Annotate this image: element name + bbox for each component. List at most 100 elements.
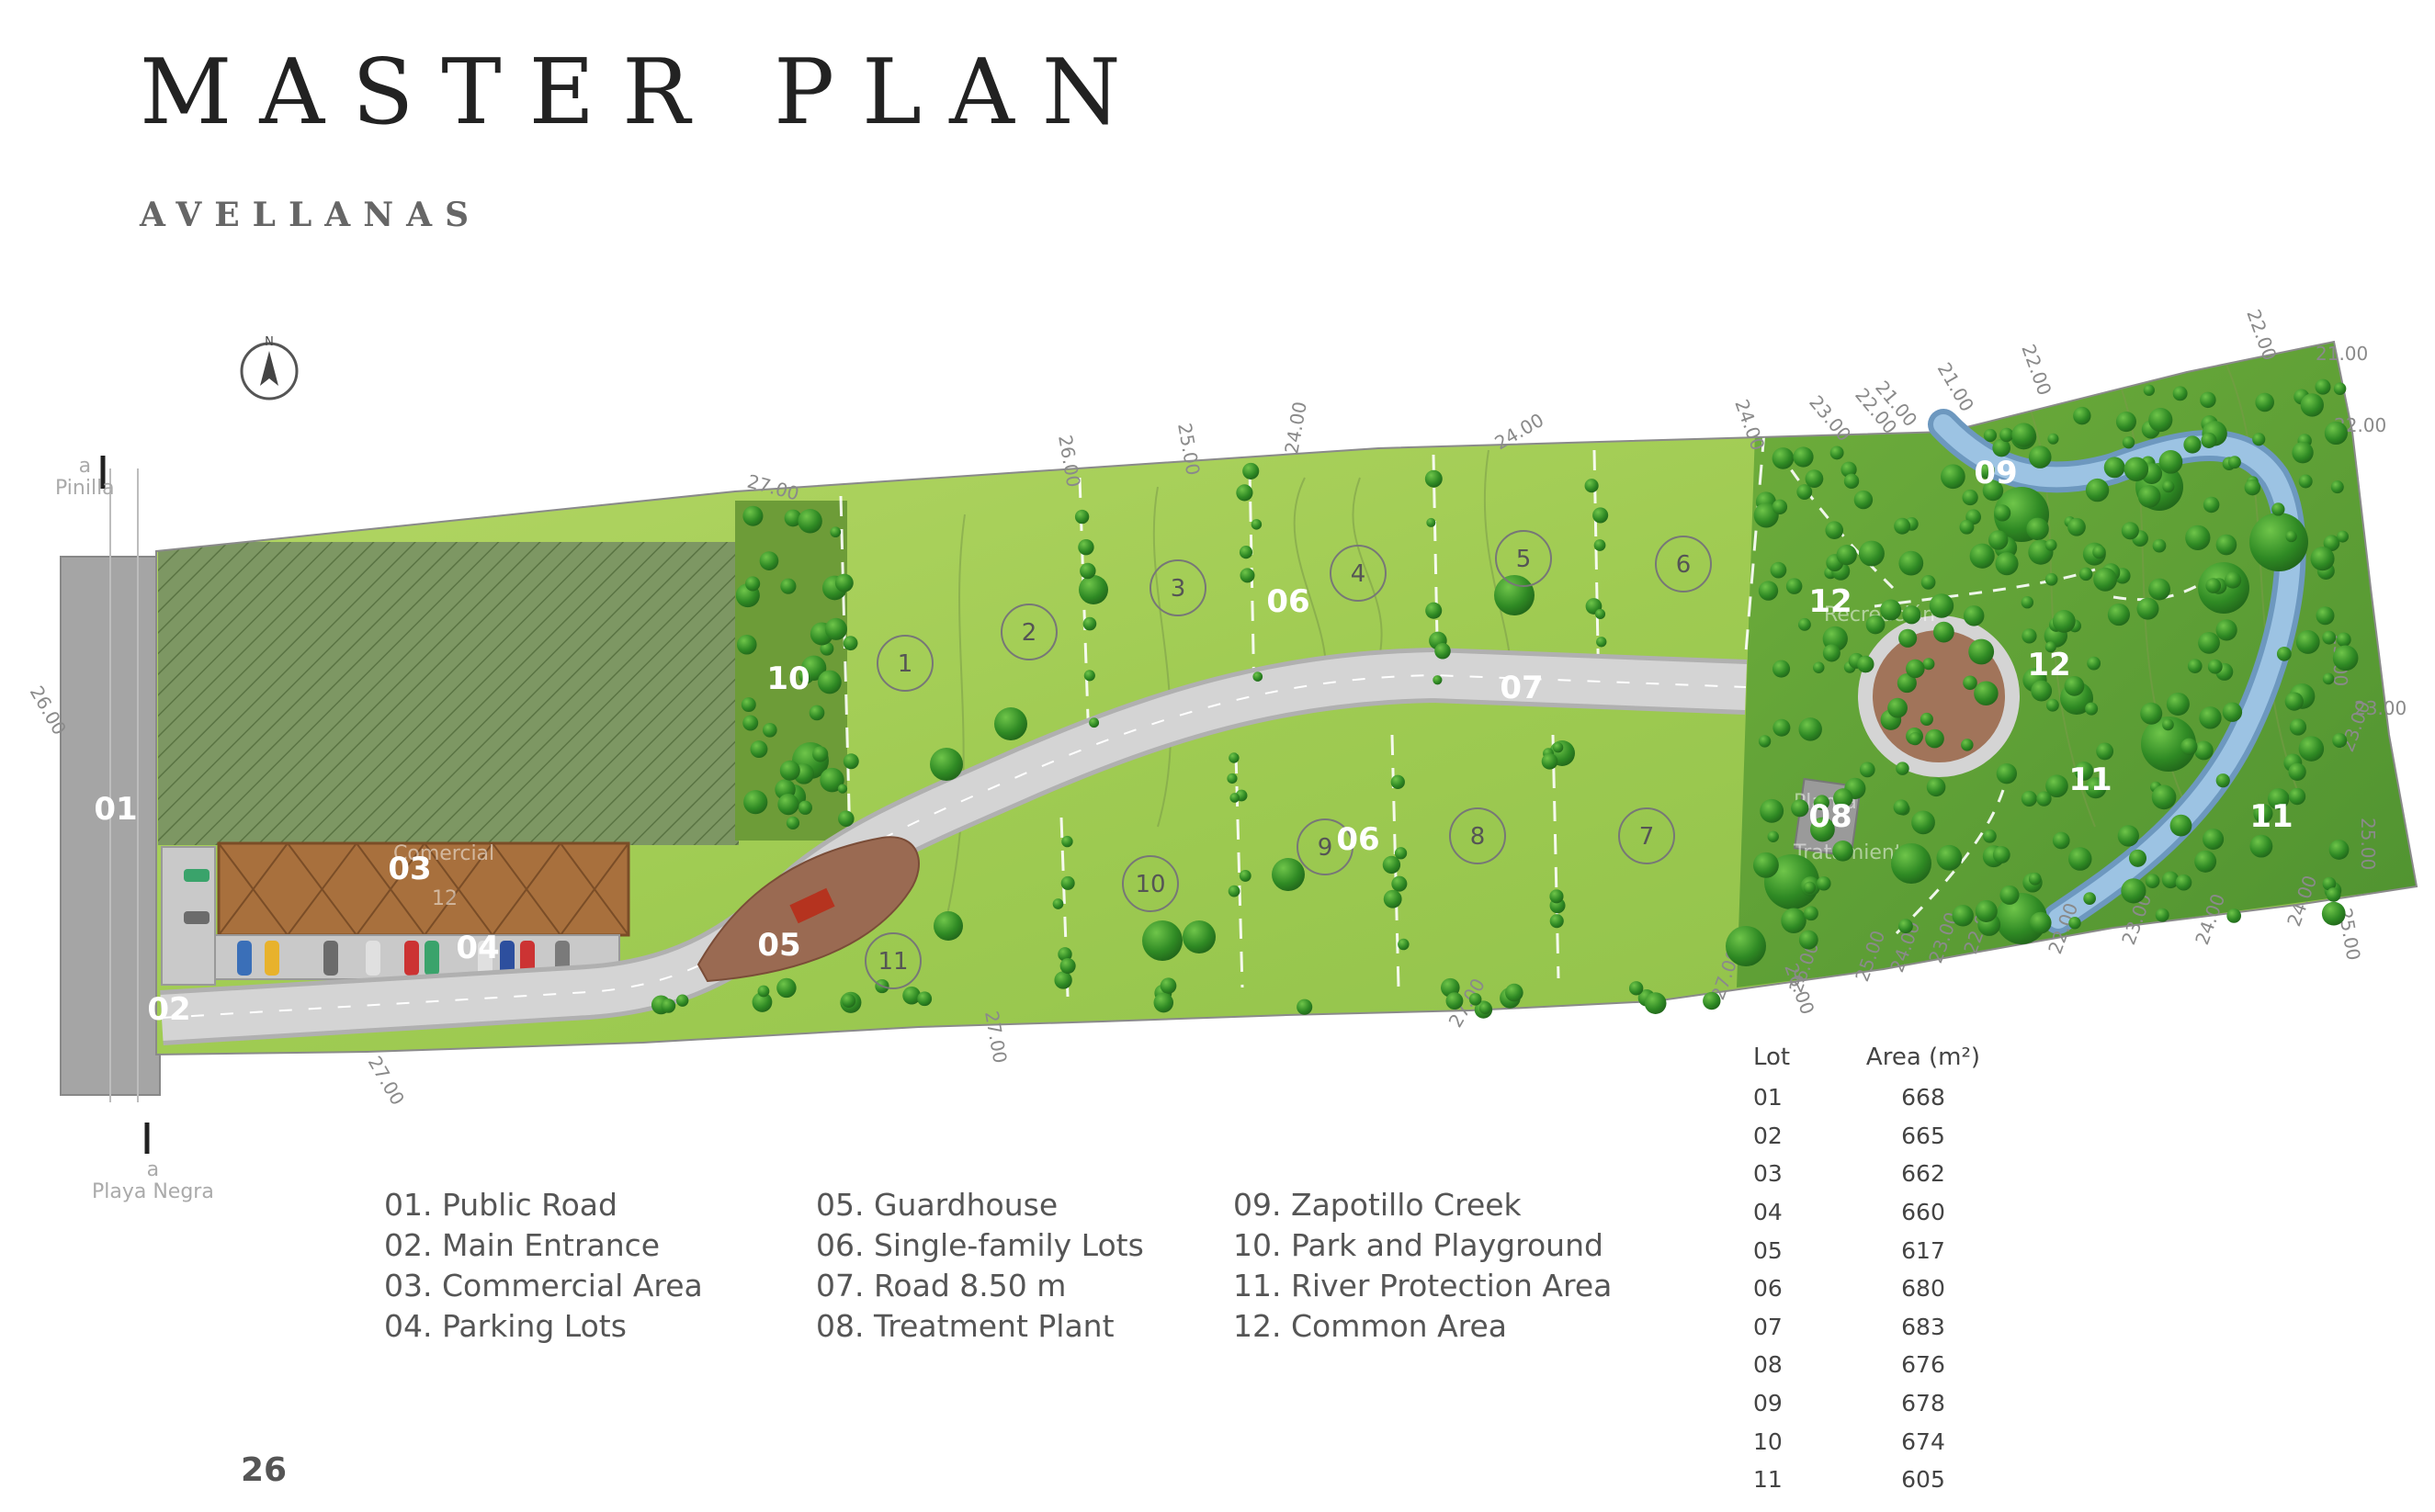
tree-icon xyxy=(2224,571,2242,589)
svg-text:3: 3 xyxy=(1171,575,1186,603)
tree-icon xyxy=(1911,810,1935,835)
tree-icon xyxy=(1840,461,1857,478)
tree-icon xyxy=(2045,774,2068,798)
tree-icon xyxy=(1726,926,1766,966)
tree-icon xyxy=(1891,843,1931,884)
svg-text:8: 8 xyxy=(1470,823,1486,851)
tree-icon xyxy=(2215,534,2237,556)
tree-icon xyxy=(1183,920,1216,953)
tree-icon xyxy=(2200,391,2216,409)
page-title: MASTER PLAN xyxy=(140,40,1149,145)
tree-icon xyxy=(1941,464,1965,490)
tree-icon xyxy=(780,578,797,594)
tree-icon xyxy=(1080,562,1096,580)
svg-text:6: 6 xyxy=(1676,551,1692,579)
tree-icon xyxy=(1896,762,1909,775)
tree-icon xyxy=(2175,874,2192,891)
tree-icon xyxy=(2107,604,2130,626)
legend-item: 01. Public Road xyxy=(384,1187,617,1223)
tree-icon xyxy=(1926,777,1946,797)
tree-icon xyxy=(1060,875,1075,890)
tree-icon xyxy=(2122,435,2135,449)
tree-icon xyxy=(777,793,799,816)
tree-icon xyxy=(1893,799,1909,816)
commercial-building xyxy=(217,841,630,937)
tree-icon xyxy=(1494,575,1535,615)
tree-icon xyxy=(1859,762,1875,778)
tree-icon xyxy=(2044,538,2057,551)
tree-icon xyxy=(1078,538,1094,556)
tree-icon xyxy=(1752,852,1779,878)
legend-column-2: 05. Guardhouse 06. Single-family Lots 07… xyxy=(816,1185,1144,1347)
tree-icon xyxy=(1988,530,2009,550)
zone-label: 04 xyxy=(456,930,499,966)
tree-icon xyxy=(1703,991,1721,1010)
tree-icon xyxy=(1853,490,1874,510)
tree-icon xyxy=(1995,552,2019,576)
lot-marker: 5 xyxy=(1495,530,1552,587)
tree-icon xyxy=(1239,546,1253,559)
tree-icon xyxy=(2151,784,2177,810)
tree-icon xyxy=(1584,479,1599,493)
tree-icon xyxy=(2068,847,2092,871)
lot-marker: 1 xyxy=(877,635,934,692)
header-lot: Lot xyxy=(1753,1044,1791,1071)
lot-marker: 11 xyxy=(865,932,922,989)
tree-icon xyxy=(2310,547,2335,571)
tree-icon xyxy=(1963,605,1985,626)
tree-icon xyxy=(1390,774,1405,789)
tree-icon xyxy=(1813,661,1825,673)
tree-icon xyxy=(1594,608,1606,619)
tree-icon xyxy=(1902,605,1921,625)
zone-label: 12 xyxy=(1808,583,1852,620)
tree-icon xyxy=(763,722,777,738)
tree-icon xyxy=(1445,992,1464,1010)
svg-text:9: 9 xyxy=(1318,834,1333,862)
tree-icon xyxy=(2083,892,2096,905)
tree-icon xyxy=(1552,742,1564,753)
tree-icon xyxy=(1753,502,1779,528)
tree-icon xyxy=(1785,578,1803,594)
tree-icon xyxy=(2052,609,2076,633)
tree-icon xyxy=(2155,908,2169,922)
lot-marker: 2 xyxy=(1001,604,1058,660)
tree-icon xyxy=(2337,530,2350,543)
tree-icon xyxy=(1933,621,1954,643)
tree-icon xyxy=(742,715,759,731)
tree-icon xyxy=(2316,606,2335,626)
north-arrow-icon: N xyxy=(240,335,299,401)
tree-icon xyxy=(1925,728,1944,749)
tree-icon xyxy=(1772,660,1791,678)
tree-icon xyxy=(2093,567,2117,592)
contour-label: 23.00 xyxy=(2354,697,2407,719)
tree-icon xyxy=(1865,615,1886,635)
tree-icon xyxy=(2244,479,2261,496)
place-prefix: a xyxy=(146,1158,160,1181)
lot-marker: 10 xyxy=(1122,855,1179,912)
tree-icon xyxy=(2207,659,2223,674)
tree-icon xyxy=(2158,449,2183,474)
zone-label: 11 xyxy=(2249,798,2293,835)
tree-icon xyxy=(2193,740,2214,761)
tree-icon xyxy=(842,993,856,1009)
tree-icon xyxy=(1061,835,1073,848)
tree-icon xyxy=(2203,828,2225,851)
tree-icon xyxy=(1297,999,1313,1015)
tree-icon xyxy=(1089,717,1100,728)
legend-item: 11. River Protection Area xyxy=(1233,1268,1613,1303)
tree-icon xyxy=(1770,561,1787,579)
svg-text:11: 11 xyxy=(878,948,908,976)
tree-icon xyxy=(2322,672,2335,685)
tree-icon xyxy=(1240,568,1255,583)
tree-icon xyxy=(1982,480,2004,502)
tree-icon xyxy=(2288,762,2306,781)
tree-icon xyxy=(1772,447,1795,469)
tree-icon xyxy=(2044,572,2058,586)
tree-icon xyxy=(1836,545,1857,566)
tree-icon xyxy=(1252,671,1263,682)
tree-icon xyxy=(1999,885,2020,905)
tree-icon xyxy=(1227,773,1238,784)
tree-icon xyxy=(2087,656,2101,671)
